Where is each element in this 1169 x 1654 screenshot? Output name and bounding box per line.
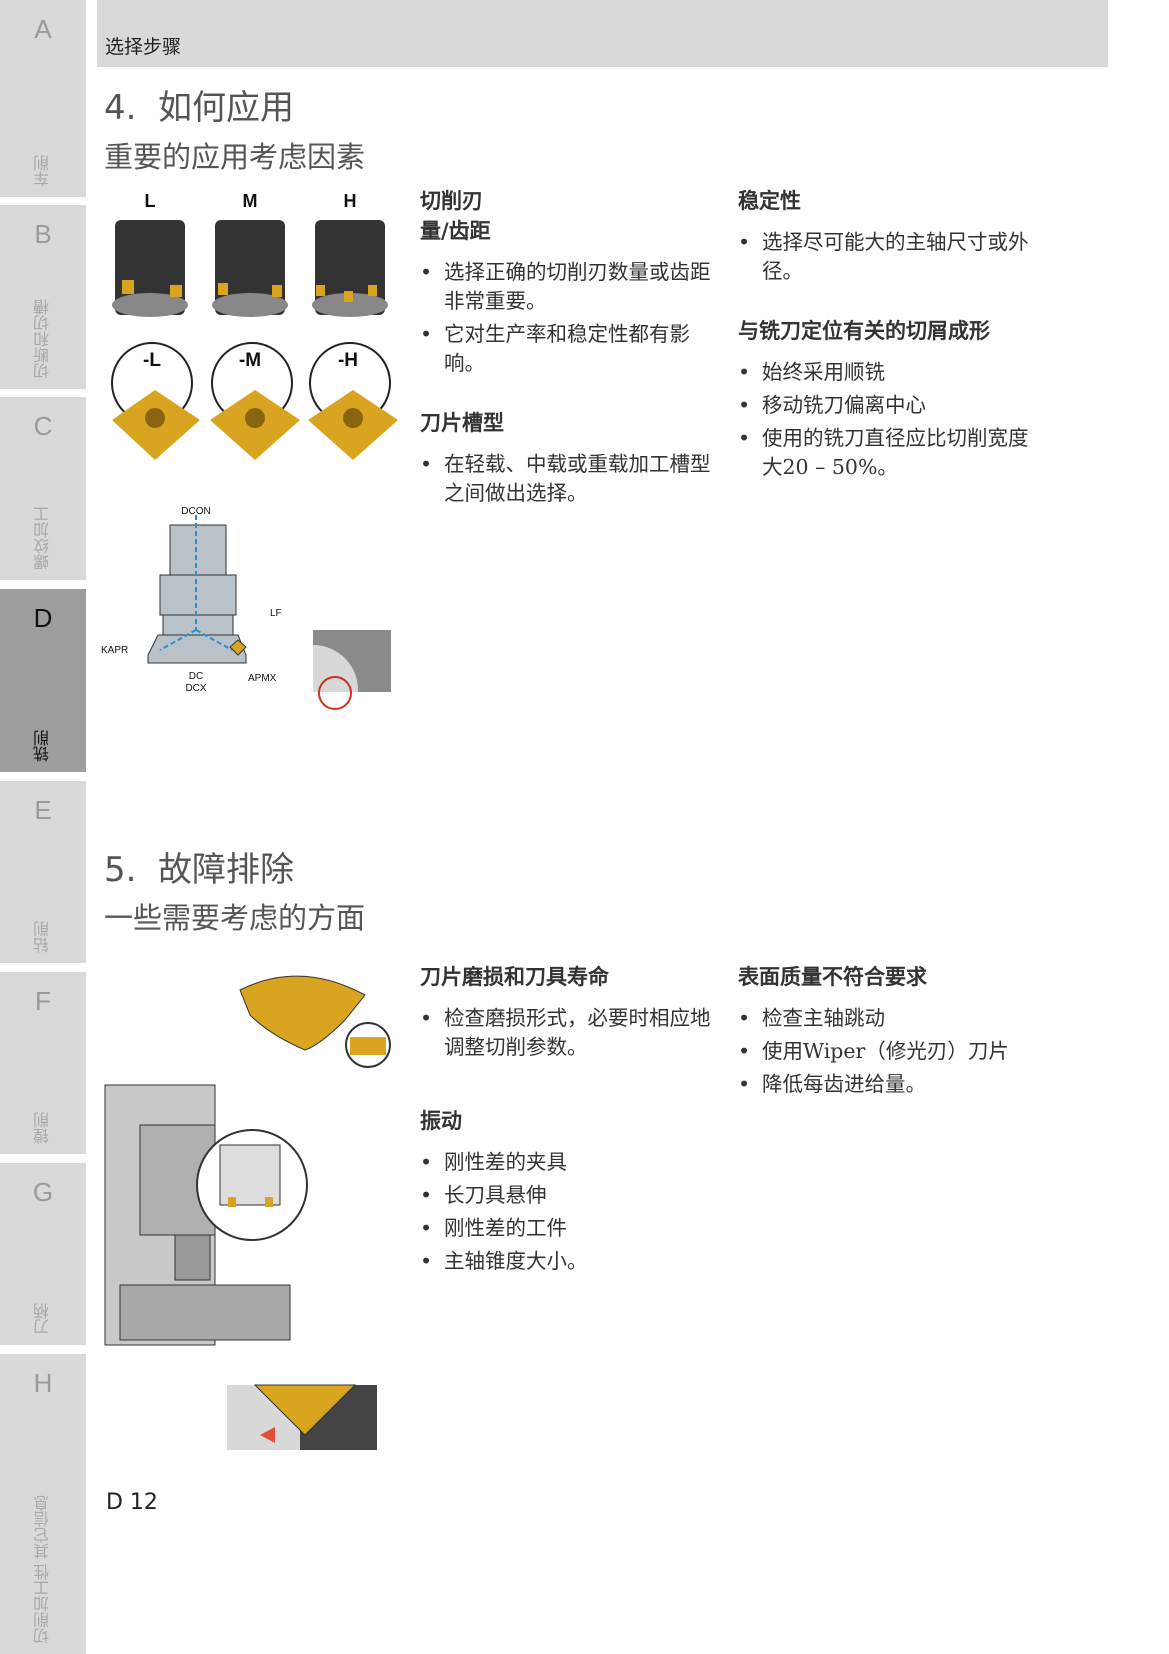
pitch-label-h: H <box>344 191 357 211</box>
page-number: D 12 <box>106 1490 158 1515</box>
geometry-label-h: -H <box>338 350 358 371</box>
heading-chip-formation: 与铣刀定位有关的切屑成形 <box>738 319 990 343</box>
tab-letter: A <box>34 14 52 44</box>
dim-dc: DC <box>189 671 203 682</box>
sidebar-tab-g[interactable]: G 刀柄 <box>0 1163 86 1345</box>
section-4-subtitle: 重要的应用考虑因素 <box>104 140 366 174</box>
bullet: 选择尽可能大的主轴尺寸或外径。 <box>738 228 1038 286</box>
insert-wear-illustration <box>239 975 391 1068</box>
bullet: 它对生产率和稳定性都有影响。 <box>420 320 720 378</box>
geometry-label-l: -L <box>143 350 161 371</box>
dim-dcx: DCX <box>185 683 206 694</box>
sidebar-tab-d[interactable]: D 铣削 <box>0 589 86 772</box>
bullet: 在轻载、中载或重载加工槽型之间做出选择。 <box>420 450 720 508</box>
tab-label: 铣削 <box>33 730 52 762</box>
tab-letter: C <box>33 411 53 441</box>
machine-illustration <box>104 1084 308 1346</box>
tab-letter: F <box>35 986 51 1016</box>
tab-label: 螺纹加工 <box>33 506 52 570</box>
header-bar: 选择步骤 <box>97 0 1108 67</box>
bullet: 选择正确的切削刃数量或齿距非常重要。 <box>420 258 720 316</box>
bullet: 长刀具悬伸 <box>420 1181 720 1210</box>
tab-letter: G <box>32 1177 54 1207</box>
heading-vibration: 振动 <box>420 1109 462 1133</box>
tab-label: 车削 <box>33 155 52 187</box>
section-5-title: 5. 故障排除 <box>104 850 295 890</box>
bullet: 使用Wiper（修光刃）刀片 <box>738 1037 1038 1066</box>
tab-label: 刀柄 <box>33 1303 52 1335</box>
tab-letter: H <box>33 1368 53 1398</box>
tab-label: 切削加工性 其它信息 <box>33 1494 52 1644</box>
bullet: 刚性差的工件 <box>420 1214 720 1243</box>
tab-letter: E <box>34 795 52 825</box>
tab-label: 钻削 <box>33 921 52 953</box>
pitch-label-l: L <box>145 191 156 211</box>
insert-geometries: -L -M -H <box>111 342 398 460</box>
sidebar-tab-a[interactable]: A 车削 <box>0 0 86 197</box>
wiper-insert-illustration <box>227 1384 377 1450</box>
bullet: 检查磨损形式，必要时相应地调整切削参数。 <box>420 1004 720 1062</box>
s5-col-surface: 表面质量不符合要求 检查主轴跳动使用Wiper（修光刃）刀片降低每齿进给量。 <box>738 962 1038 1129</box>
s4-col-stability: 稳定性 选择尽可能大的主轴尺寸或外径。 与铣刀定位有关的切屑成形 始终采用顺铣移… <box>738 186 1038 512</box>
sidebar-tab-e[interactable]: E 钻削 <box>0 781 86 963</box>
heading-surface-quality: 表面质量不符合要求 <box>738 965 927 989</box>
sidebar-tab-h[interactable]: H 切削加工性 其它信息 <box>0 1354 86 1654</box>
dim-apmx: APMX <box>248 673 277 684</box>
cutter-images <box>112 220 388 317</box>
bullet: 降低每齿进给量。 <box>738 1070 1038 1099</box>
tab-letter: B <box>34 219 52 249</box>
bullet: 始终采用顺铣 <box>738 358 1038 387</box>
bullet: 使用的铣刀直径应比切削宽度大20 – 50%。 <box>738 424 1038 482</box>
bullet: 检查主轴跳动 <box>738 1004 1038 1033</box>
header-title: 选择步骤 <box>105 36 182 58</box>
sidebar-tab-f[interactable]: F 镗削 <box>0 972 86 1154</box>
dim-kapr: KAPR <box>101 645 128 656</box>
bullet: 刚性差的夹具 <box>420 1148 720 1177</box>
dim-dcon: DCON <box>181 506 210 517</box>
milling-cutter-figures: L M H -L -M -H DCON LF KAPR DC DCX <box>101 191 398 710</box>
dim-lf: LF <box>270 608 282 619</box>
section-4-title: 4. 如何应用 <box>104 88 295 128</box>
bullet: 主轴锥度大小。 <box>420 1247 720 1276</box>
s4-col-cutting-edges: 切削刃 量/齿距 选择正确的切削刃数量或齿距非常重要。它对生产率和稳定性都有影响… <box>420 186 720 538</box>
tab-label: 切断和切槽 <box>33 299 52 379</box>
sidebar-tab-b[interactable]: B 切断和切槽 <box>0 205 86 389</box>
sidebar-tab-c[interactable]: C 螺纹加工 <box>0 397 86 580</box>
tab-label: 镗削 <box>33 1112 52 1144</box>
troubleshooting-figures <box>104 975 391 1450</box>
heading-insert-geometry: 刀片槽型 <box>420 411 504 435</box>
tab-letter: D <box>33 603 53 633</box>
bullet: 移动铣刀偏离中心 <box>738 391 1038 420</box>
pitch-label-m: M <box>243 191 258 211</box>
cutter-dimension-drawing: DCON LF KAPR DC DCX APMX <box>101 506 391 710</box>
s5-col-wear: 刀片磨损和刀具寿命 检查磨损形式，必要时相应地调整切削参数。 振动 刚性差的夹具… <box>420 962 720 1306</box>
heading-cutting-edges: 切削刃 量/齿距 <box>420 189 491 243</box>
section-5-subtitle: 一些需要考虑的方面 <box>104 901 366 935</box>
geometry-label-m: -M <box>239 350 261 371</box>
heading-insert-wear: 刀片磨损和刀具寿命 <box>420 965 609 989</box>
heading-stability: 稳定性 <box>738 189 801 213</box>
